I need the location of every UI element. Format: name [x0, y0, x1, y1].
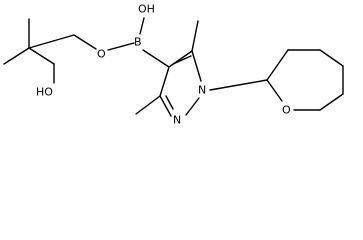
pyrazole-n1-label: N — [198, 84, 206, 97]
bond-ch2-to-ester-oxygen — [73, 34, 97, 50]
chemical-structure: OH B O HO N N O — [3, 3, 344, 127]
bond-quaternary-carbon-to-methylene — [28, 47, 55, 65]
bond-c5-methyl — [191, 20, 199, 52]
bond-c3-c4 — [159, 66, 170, 97]
ring-oxygen-label: O — [282, 104, 291, 117]
pyrazole-n2-label: N — [173, 114, 181, 127]
bond-n2-c3-double — [165, 95, 174, 110]
bonds — [3, 17, 344, 117]
bond-c5-n1 — [191, 50, 202, 82]
ester-oxygen-label: O — [97, 48, 106, 61]
bond-quaternary-carbon-to-ch2o — [28, 34, 75, 49]
atom-labels: OH B O HO N N O — [36, 3, 291, 127]
bond-thp-c6-c5 — [319, 93, 344, 111]
bond-n1-to-thp-c2 — [209, 79, 268, 91]
bond-n2-c3 — [159, 95, 172, 117]
bond-thp-c2-to-ring-oxygen — [266, 79, 283, 102]
bond-boron-to-hydroxyl — [139, 17, 145, 35]
bond-thp-c4-c3 — [319, 49, 344, 67]
bond-boron-to-c4 — [142, 49, 170, 68]
terminal-hydroxyl-label: HO — [36, 86, 53, 99]
boron-label: B — [134, 36, 142, 49]
bond-ester-oxygen-to-boron — [107, 42, 135, 51]
bond-c4-c5-double — [172, 55, 192, 65]
boron-hydroxyl-label: OH — [138, 3, 155, 16]
bond-thp-c2b — [266, 49, 289, 81]
bond-c4-c5 — [168, 50, 193, 68]
bond-methyl-to-quaternary-carbon — [3, 47, 30, 65]
bond-n1-n2 — [185, 97, 200, 116]
bond-c3-methyl — [135, 95, 161, 115]
